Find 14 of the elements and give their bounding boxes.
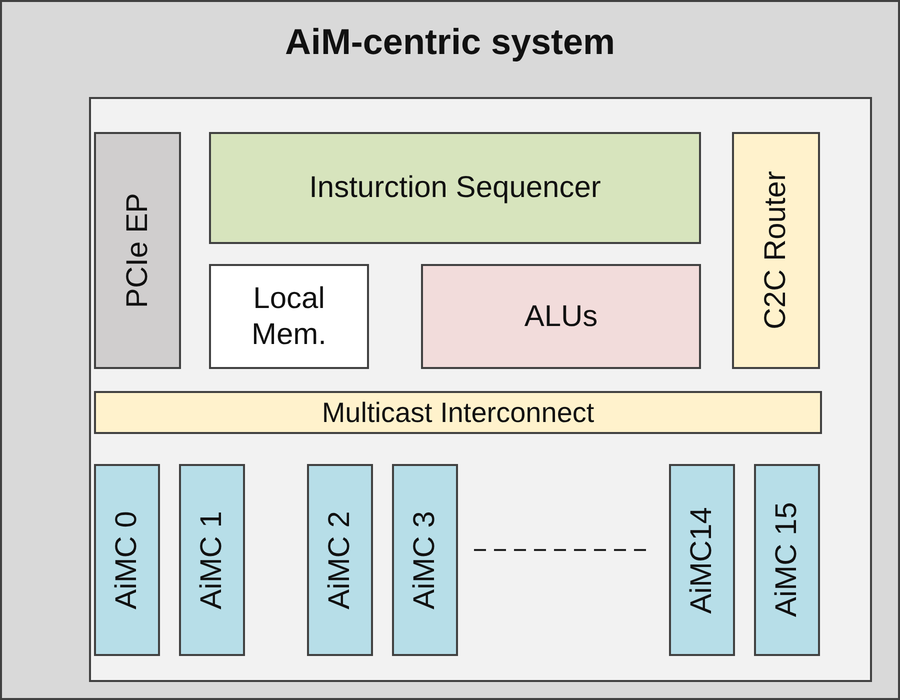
- controller-block: AiMC 15: [754, 464, 820, 656]
- pcie-block: PCIe EP: [94, 132, 181, 369]
- diagram-title: AiM-centric system: [284, 20, 616, 64]
- memory-block: Local Mem.: [209, 264, 369, 369]
- alu-block: ALUs: [421, 264, 701, 369]
- chip-box: [89, 97, 872, 682]
- router-block: C2C Router: [732, 132, 820, 369]
- interconnect-bar: Multicast Interconnect: [94, 391, 822, 434]
- controller-block: AiMC 1: [179, 464, 245, 656]
- controller-block: AiMC 2: [307, 464, 373, 656]
- controller-block: AiMC 0: [94, 464, 160, 656]
- controller-block: AiMC 3: [392, 464, 458, 656]
- sequencer-block: Insturction Sequencer: [209, 132, 701, 244]
- controller-block: AiMC14: [669, 464, 735, 656]
